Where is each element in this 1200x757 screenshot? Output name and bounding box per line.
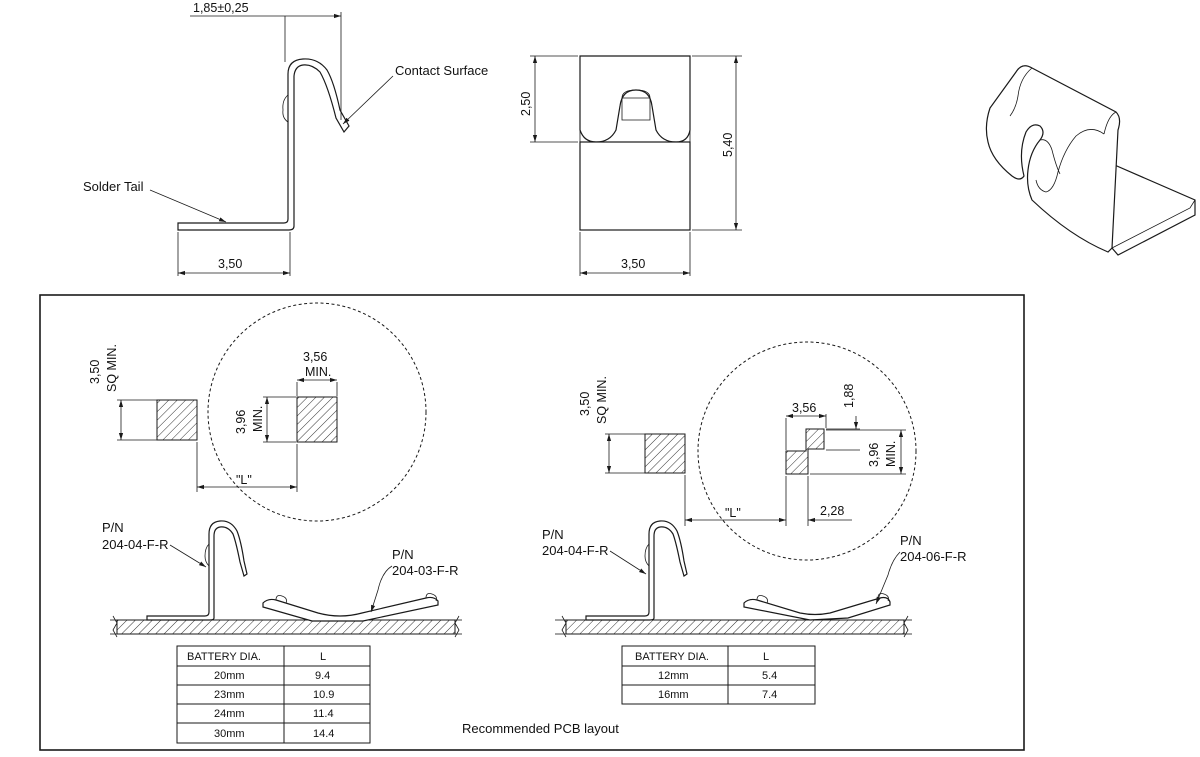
left-square-pad bbox=[156, 399, 198, 441]
left-sq-min: SQ MIN. bbox=[105, 344, 119, 392]
right-table-header-l: L bbox=[763, 651, 769, 663]
side-view-contact-profile bbox=[177, 58, 350, 231]
left-table-cell: 20mm bbox=[214, 670, 245, 682]
right-pad-height: 3,96 bbox=[867, 443, 881, 467]
right-pad-width: 3,56 bbox=[792, 401, 816, 415]
right-pn-left: 204-04-F-R bbox=[542, 543, 608, 558]
side-view: 1,85±0,25 3,50 Contact Surface Solder Ta… bbox=[83, 1, 488, 276]
right-table-cell: 12mm bbox=[658, 670, 689, 682]
front-view-tab bbox=[621, 89, 651, 121]
right-square-pad bbox=[644, 433, 686, 474]
left-pn-right: 204-03-F-R bbox=[392, 563, 458, 578]
left-table-cell: 11.4 bbox=[313, 708, 334, 720]
side-view-dim-bottom: 3,50 bbox=[218, 257, 242, 271]
left-pn-right-title: P/N bbox=[392, 547, 414, 562]
contact-surface-leader bbox=[342, 75, 394, 125]
right-detail-pad bbox=[785, 428, 825, 475]
left-table-cell: 9.4 bbox=[315, 670, 330, 682]
left-pad-height: 3,96 bbox=[234, 410, 248, 434]
solder-tail-label: Solder Tail bbox=[83, 179, 144, 194]
side-view-bump bbox=[282, 94, 289, 123]
front-view-body bbox=[579, 141, 691, 231]
iso-front-wave bbox=[985, 65, 1121, 253]
right-table-cell: 5.4 bbox=[762, 670, 777, 682]
left-table-header-l: L bbox=[320, 651, 326, 663]
left-sq-dim: 3,50 bbox=[88, 360, 102, 384]
right-table-cell: 7.4 bbox=[762, 689, 777, 701]
left-table-cell: 10.9 bbox=[313, 689, 334, 701]
right-table-header-dia: BATTERY DIA. bbox=[635, 651, 709, 663]
front-view: 2,50 5,40 3,50 bbox=[519, 55, 742, 276]
pcb-section-frame bbox=[39, 294, 1025, 751]
left-detail-circle bbox=[207, 302, 427, 522]
right-contact-204-04 bbox=[585, 520, 688, 621]
contact-surface-label: Contact Surface bbox=[395, 63, 488, 78]
left-pad-width-min: MIN. bbox=[305, 365, 331, 379]
left-pn-left: 204-04-F-R bbox=[102, 537, 168, 552]
left-table-cell: 30mm bbox=[214, 728, 245, 740]
left-contact-204-03 bbox=[262, 596, 439, 622]
left-pcb-board bbox=[116, 619, 456, 635]
right-table: BATTERY DIA. L 12mm 5.4 16mm 7.4 bbox=[621, 645, 816, 705]
right-pn-right-title: P/N bbox=[900, 533, 922, 548]
left-pcb-layout: 3,50 SQ MIN. 3,56 MIN. 3,96 MIN. "L" P/N bbox=[88, 302, 462, 744]
left-table-cell: 24mm bbox=[214, 708, 245, 720]
right-pcb-board bbox=[565, 619, 905, 635]
right-offset: 2,28 bbox=[820, 504, 844, 518]
right-pcb-layout: 3,50 SQ MIN. 3,56 1,88 3,96 MIN. "L" 2,2… bbox=[542, 341, 966, 705]
left-pad-height-min: MIN. bbox=[251, 406, 265, 432]
pcb-section-caption: Recommended PCB layout bbox=[462, 721, 619, 736]
front-view-outline bbox=[579, 55, 691, 143]
left-detail-pad bbox=[296, 396, 338, 443]
iso-base-plate bbox=[1109, 162, 1196, 256]
solder-tail-leader bbox=[149, 189, 227, 223]
left-table-cell: 23mm bbox=[214, 689, 245, 701]
right-pn-left-title: P/N bbox=[542, 527, 564, 542]
left-pn-left-title: P/N bbox=[102, 520, 124, 535]
left-contact-204-04 bbox=[146, 520, 248, 621]
front-view-dim-bottom: 3,50 bbox=[621, 257, 645, 271]
right-l-label: "L" bbox=[725, 506, 741, 520]
right-contact-204-06 bbox=[743, 596, 891, 621]
right-sq-min: SQ MIN. bbox=[595, 376, 609, 424]
left-l-label: "L" bbox=[236, 473, 252, 487]
right-pad-top: 1,88 bbox=[842, 384, 856, 408]
left-table: BATTERY DIA. L 20mm 9.4 23mm 10.9 24mm 1… bbox=[176, 645, 371, 744]
right-sq-dim: 3,50 bbox=[578, 392, 592, 416]
left-table-cell: 14.4 bbox=[313, 728, 334, 740]
front-view-dim-right: 5,40 bbox=[721, 133, 735, 157]
isometric-view bbox=[985, 65, 1196, 256]
front-view-dim-left: 2,50 bbox=[519, 92, 533, 116]
left-pad-width: 3,56 bbox=[303, 350, 327, 364]
side-view-dim-top: 1,85±0,25 bbox=[193, 1, 249, 15]
right-detail-circle bbox=[697, 341, 917, 561]
right-pad-height-min: MIN. bbox=[884, 441, 898, 467]
right-pn-right: 204-06-F-R bbox=[900, 549, 966, 564]
left-table-header-dia: BATTERY DIA. bbox=[187, 651, 261, 663]
right-table-cell: 16mm bbox=[658, 689, 689, 701]
